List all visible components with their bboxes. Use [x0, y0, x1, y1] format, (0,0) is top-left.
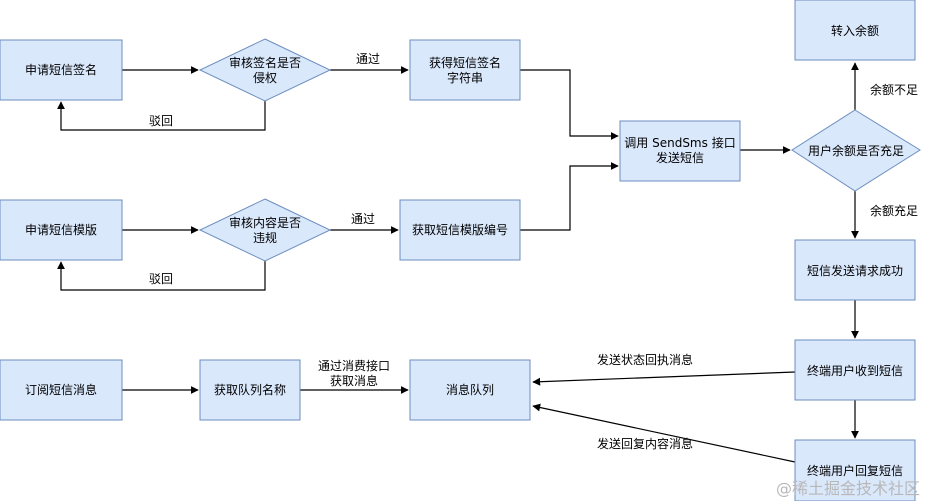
node-review-template: 审核内容是否 违规 [198, 198, 332, 262]
edge-label-reject-signature: 驳回 [149, 114, 173, 128]
edge-template-reject [57, 261, 266, 291]
node-send-success: 短信发送请求成功 [794, 239, 916, 301]
node-call-sendsms: 调用 SendSms 接口 发送短信 [619, 120, 741, 182]
node-message-queue: 消息队列 [409, 359, 531, 421]
node-label: 转入余额 [831, 23, 879, 38]
node-label: 订阅短信消息 [25, 382, 97, 397]
node-label: 用户余额是否充足 [808, 143, 904, 158]
edge-signature-reject [57, 101, 266, 131]
edge-labels: 通过 驳回 通过 驳回 余额不足 余额充足 通过消费接口 获取消息 发送状态回执… [149, 52, 918, 451]
node-label-line-2: 字符串 [447, 70, 483, 85]
node-user-reply: 终端用户回复短信 [794, 439, 916, 501]
node-label-line-1: 审核签名是否 [229, 55, 301, 70]
node-recharge: 转入余额 [794, 0, 916, 61]
node-get-signature-string: 获得短信签名 字符串 [409, 39, 521, 101]
watermark: @稀土掘金技术社区 [776, 479, 920, 498]
edge-label-pass-template: 通过 [351, 212, 375, 226]
node-label-line-2: 侵权 [253, 70, 277, 85]
edge-label-send-receipt: 发送状态回执消息 [597, 352, 693, 367]
edge-label-consume-api-1: 通过消费接口 [318, 358, 390, 373]
edge-label-insufficient: 余额不足 [870, 82, 918, 97]
node-label: 短信发送请求成功 [807, 263, 903, 278]
node-check-balance: 用户余额是否充足 [791, 109, 921, 192]
node-label-line-2: 发送短信 [656, 150, 704, 165]
edge-label-sufficient: 余额充足 [870, 203, 918, 218]
node-label: 消息队列 [446, 382, 494, 397]
node-review-signature: 审核签名是否 侵权 [198, 38, 332, 102]
node-apply-template: 申请短信模版 [0, 199, 123, 261]
edge-label-reject-template: 驳回 [149, 272, 173, 286]
node-label: 获取短信模版编号 [412, 222, 508, 237]
node-get-template-id: 获取短信模版编号 [399, 199, 521, 261]
node-user-receive: 终端用户收到短信 [794, 339, 916, 401]
node-label: 获取队列名称 [214, 382, 286, 397]
node-label: 申请短信模版 [25, 223, 97, 237]
edges [57, 62, 859, 463]
edge-label-consume-api-2: 获取消息 [330, 373, 378, 388]
edge-signature-to-sendsms [520, 69, 619, 140]
node-apply-signature: 申请短信签名 [0, 39, 123, 101]
node-label-line-1: 调用 SendSms 接口 [624, 135, 735, 150]
node-label: 申请短信签名 [25, 62, 97, 77]
node-label-line-1: 审核内容是否 [229, 215, 301, 230]
edge-template-to-sendsms [520, 162, 619, 231]
node-label-line-2: 违规 [253, 230, 277, 245]
edge-label-send-reply: 发送回复内容消息 [597, 436, 693, 451]
node-subscribe: 订阅短信消息 [0, 359, 123, 421]
node-label-line-1: 获得短信签名 [429, 55, 501, 70]
node-get-queue-name: 获取队列名称 [199, 359, 301, 421]
edge-label-pass-signature: 通过 [356, 52, 380, 66]
node-label: 终端用户回复短信 [807, 463, 903, 478]
edge-reply-to-queue [532, 403, 796, 463]
edge-receipt-to-queue [532, 371, 796, 386]
node-label: 终端用户收到短信 [807, 363, 903, 378]
